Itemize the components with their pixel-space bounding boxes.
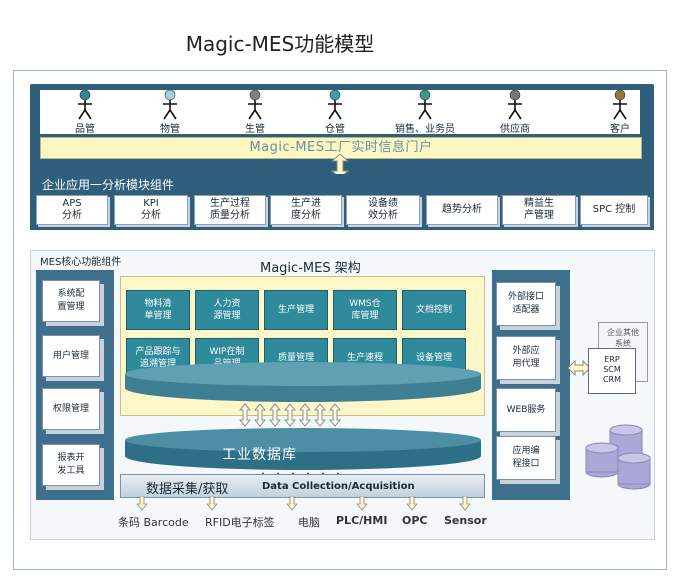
person-icon xyxy=(248,90,262,120)
role-label: 销售、业务员 xyxy=(395,124,455,135)
external-double-arrow-icon xyxy=(568,360,590,376)
role-0: 品管 xyxy=(45,90,125,135)
right-component: 外部应 用代理 xyxy=(496,336,556,380)
data-collection-bar xyxy=(120,474,485,498)
database-label: 工业数据库 xyxy=(222,447,297,463)
module-item: WMS仓 库管理 xyxy=(333,290,397,330)
data-source: 电脑 xyxy=(298,516,320,529)
role-5: 供应商 xyxy=(475,90,555,135)
role-2: 生管 xyxy=(215,90,295,135)
analysis-title: 企业应用一分析模块组件 xyxy=(42,178,175,192)
left-component: 系统配 置管理 xyxy=(42,280,100,322)
person-icon xyxy=(418,90,432,120)
analysis-item: KPI 分析 xyxy=(114,195,188,225)
role-label: 供应商 xyxy=(500,124,530,135)
right-component: WEB服务 xyxy=(496,388,556,432)
data-source: OPC xyxy=(402,514,428,527)
external-systems-front: ERP SCM CRM xyxy=(588,348,636,394)
analysis-item: APS 分析 xyxy=(36,195,108,225)
analysis-item: 生产过程 质量分析 xyxy=(194,195,266,225)
data-source: 条码 Barcode xyxy=(118,516,189,529)
platform-graphics xyxy=(125,362,481,488)
data-collection-en: Data Collection/Acquisition xyxy=(262,481,415,492)
right-component: 应用编 程接口 xyxy=(496,436,556,480)
role-label: 品管 xyxy=(75,124,95,135)
person-icon xyxy=(78,90,92,120)
module-item: 人力资 源管理 xyxy=(195,290,259,330)
roles-row xyxy=(40,90,640,134)
role-label: 生管 xyxy=(245,124,265,135)
left-component: 用户管理 xyxy=(42,335,100,377)
module-item: 文档控制 xyxy=(402,290,466,330)
data-source: PLC/HMI xyxy=(336,514,388,527)
data-collection-cn: 数据采集/获取 xyxy=(146,482,229,497)
diagram-frame xyxy=(13,70,667,570)
person-icon xyxy=(328,90,342,120)
analysis-item: 设备绩 效分析 xyxy=(346,195,420,225)
role-3: 仓管 xyxy=(295,90,375,135)
analysis-item: 生产进 度分析 xyxy=(270,195,342,225)
diagram-title: Magic-MES功能模型 xyxy=(185,32,375,56)
role-label: 客户 xyxy=(610,124,630,135)
role-1: 物管 xyxy=(130,90,210,135)
database-cylinders-icon xyxy=(585,424,651,490)
module-item: 生产管理 xyxy=(264,290,328,330)
analysis-item: 精益生 产管理 xyxy=(502,195,576,225)
person-icon xyxy=(508,90,522,120)
architecture-title: Magic-MES 架构 xyxy=(260,261,361,276)
role-label: 仓管 xyxy=(325,124,345,135)
left-component: 权限管理 xyxy=(42,388,100,430)
person-icon xyxy=(613,90,627,120)
analysis-item: SPC 控制 xyxy=(580,195,648,225)
source-arrows xyxy=(136,496,471,511)
data-source: Sensor xyxy=(444,514,487,527)
role-6: 客户 xyxy=(580,90,660,135)
role-label: 物管 xyxy=(160,124,180,135)
data-source: RFID电子标签 xyxy=(205,516,275,529)
role-4: 销售、业务员 xyxy=(385,90,465,135)
right-component: 外部接口 适配器 xyxy=(496,282,556,326)
portal-double-arrow-icon xyxy=(330,154,350,178)
left-component: 报表开 发工具 xyxy=(42,444,100,486)
core-title: MES核心功能组件 xyxy=(40,257,122,268)
person-icon xyxy=(163,90,177,120)
module-item: 物料清 单管理 xyxy=(126,290,190,330)
analysis-item: 趋势分析 xyxy=(426,195,498,225)
